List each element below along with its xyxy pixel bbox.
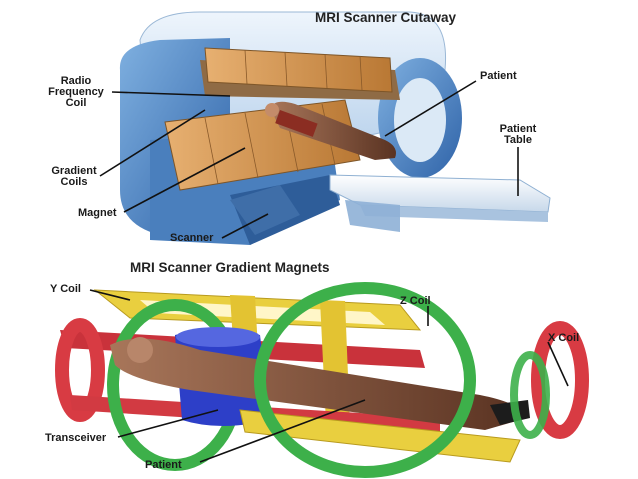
label-radio-frequency-coil: Radio Frequency Coil [48,75,231,109]
patient-bottom [110,338,522,430]
label-gradient-coils: Gradient Coils [51,109,206,188]
leader-patient-top [384,80,477,137]
gradient-magnets [55,282,589,478]
x-coil-left [55,318,105,422]
leader-scanner [221,213,269,239]
label-magnet-text: Magnet [78,207,117,219]
label-scanner-text: Scanner [170,232,214,244]
label-rf-line-1: Radio [61,75,92,87]
label-rf-line-2: Frequency [48,86,105,98]
label-z-coil-text: Z Coil [400,295,431,307]
leader-transceiver [117,409,219,438]
leader-gc [99,109,206,177]
leader-patient-bottom [199,399,366,463]
leader-y-coil [89,289,131,301]
label-patient-table: Patient Table [500,123,537,196]
leader-magnet [123,147,246,213]
scanner-cutaway [119,11,551,245]
label-x-coil-text: X Coil [548,332,579,344]
leader-x-coil [547,341,569,387]
label-patient-top-text: Patient [480,70,517,82]
top-figure-title: MRI Scanner Cutaway [315,10,457,25]
y-coil-bottom [239,409,521,463]
label-x-coil: X Coil [547,332,579,387]
label-pt-line-2: Table [504,134,532,146]
radio-frequency-coil-panel [204,47,393,93]
label-y-coil: Y Coil [50,283,131,301]
label-patient-bottom: Patient [145,399,366,471]
label-pt-line-1: Patient [500,123,537,135]
patient-top [270,101,396,160]
label-gc-line-1: Gradient [51,165,97,177]
label-scanner: Scanner [170,213,269,244]
label-z-coil: Z Coil [400,295,431,326]
label-transceiver: Transceiver [45,409,219,444]
bottom-figure-title: MRI Scanner Gradient Magnets [130,260,330,275]
leader-rf [111,91,231,97]
z-coil-right [254,282,476,478]
label-rf-line-3: Coil [66,97,87,109]
scanner-base [230,185,300,235]
label-gc-line-2: Coils [61,176,88,188]
label-y-coil-text: Y Coil [50,283,81,295]
label-patient-bottom-text: Patient [145,459,182,471]
label-magnet: Magnet [78,147,246,219]
label-patient-top: Patient [384,70,517,137]
label-transceiver-text: Transceiver [45,432,107,444]
x-coil-right [531,321,589,439]
